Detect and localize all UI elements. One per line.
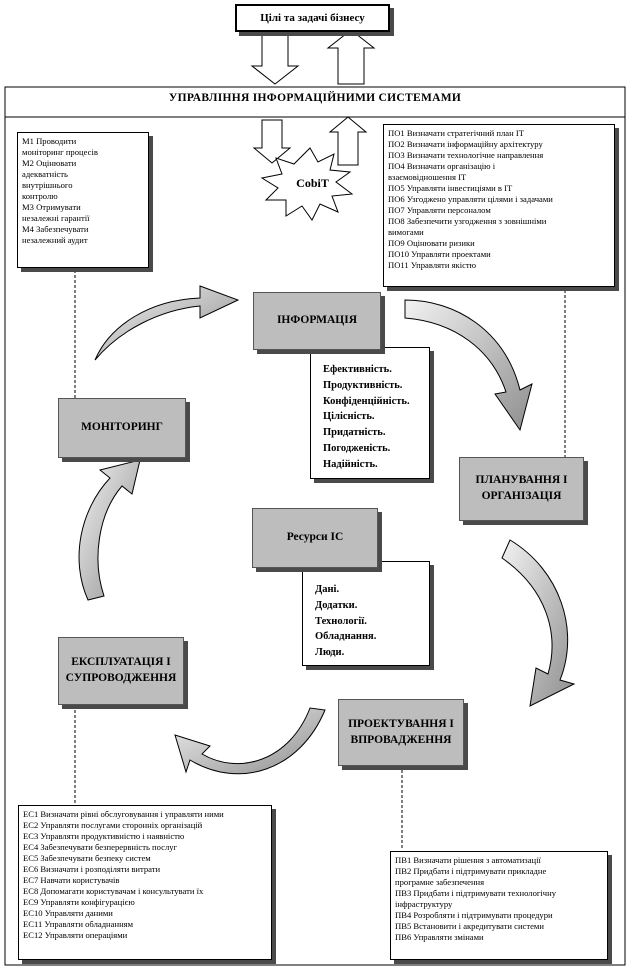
cobit-label: CobiT [296, 176, 329, 190]
list-item: взаємовідношення ІТ [388, 172, 467, 182]
management-banner-label: УПРАВЛІННЯ ІНФОРМАЦІЙНИМИ СИСТЕМАМИ [168, 92, 462, 104]
list-item: ЕС9 Управляти конфігурацією [23, 897, 135, 907]
list-item: ЕС5 Забезпечувати безпеку систем [23, 853, 151, 863]
list-item: ПВ1 Визначати рішення з автоматизації [395, 855, 541, 865]
management-frame [4, 86, 626, 966]
list-item: ЕС7 Навчати користувачів [23, 875, 120, 885]
information-domain: ІНФОРМАЦІЯ [253, 292, 381, 350]
list-item: інфраструктуру [395, 899, 453, 909]
operation-domain: ЕКСПЛУАТАЦІЯ І СУПРОВОДЖЕННЯ [58, 637, 184, 705]
list-item: програмне забезпечення [395, 877, 485, 887]
down-arrow-business [250, 31, 300, 85]
list-item: ПО1 Визначати стратегічний план ІТ [388, 128, 524, 138]
list-item: ЕС8 Допомагати користувачам і консультув… [23, 886, 204, 896]
list-item: ПО3 Визначати технологічне направлення [388, 150, 544, 160]
list-item: Продуктивність. [323, 379, 403, 391]
cycle-arrow-design-to-operation [174, 707, 326, 775]
list-item: Технології. [315, 615, 367, 627]
cycle-arrow-operation-to-monitoring [78, 459, 141, 601]
operation-process-list: ЕС1 Визначати рівні обслуговування і упр… [18, 805, 272, 960]
resources-domain: Ресурси ІС [252, 508, 378, 568]
design-domain: ПРОЕКТУВАННЯ І ВПРОВАДЖЕННЯ [338, 699, 464, 766]
list-item: ЕС12 Управляти операціями [23, 930, 128, 940]
design-process-list: ПВ1 Визначати рішення з автоматизації ПВ… [390, 851, 608, 960]
list-item: Люди. [315, 647, 345, 658]
list-item: Конфіденційність. [323, 395, 410, 407]
up-arrow-cobit [328, 116, 368, 166]
list-item: незалежний аудит [22, 235, 88, 245]
list-item: ЕС10 Управляти даними [23, 908, 113, 918]
information-domain-label: ІНФОРМАЦІЯ [276, 314, 358, 327]
list-item: вимогами [388, 227, 424, 237]
list-item: Ефективність. [323, 364, 392, 375]
list-item: Дані. [315, 584, 340, 595]
list-item: Придатність. [323, 427, 386, 438]
list-item: ЕС11 Управляти обладнанням [23, 919, 134, 929]
list-item: ПВ4 Розробляти і підтримувати процедури [395, 910, 553, 920]
up-arrow-business [326, 29, 376, 85]
list-item: контролю [22, 191, 58, 201]
management-banner: УПРАВЛІННЯ ІНФОРМАЦІЙНИМИ СИСТЕМАМИ [5, 92, 625, 104]
list-item: ПВ5 Встановити і акредитувати системи [395, 921, 544, 931]
list-item: ПВ3 Придбати і підтримувати технологічну [395, 888, 557, 898]
list-item: Додатки. [315, 599, 358, 611]
list-item: ЕС4 Забезпечувати безперервність послуг [23, 842, 178, 852]
list-item: ПО9 Оцінювати ризики [388, 238, 475, 248]
list-item: ПО11 Управляти якістю [388, 260, 477, 270]
operation-domain-label: ЕКСПЛУАТАЦІЯ І СУПРОВОДЖЕННЯ [65, 656, 177, 684]
list-item: ПО2 Визначати інформаційну архітектуру [388, 139, 543, 149]
list-item: ЕС1 Визначати рівні обслуговування і упр… [23, 809, 224, 819]
list-item: незалежні гарантії [22, 213, 90, 223]
list-item: М4 Забезпечувати [22, 224, 89, 234]
list-item: ПВ2 Придбати і підтримувати прикладне [395, 866, 547, 876]
business-goals-label: Цілі та задачі бізнесу [260, 12, 365, 24]
design-domain-label: ПРОЕКТУВАННЯ І ВПРОВАДЖЕННЯ [348, 717, 454, 746]
list-item: ЕС2 Управляти послугами сторонніх органі… [23, 820, 203, 830]
list-item: Цілісність. [323, 411, 375, 423]
planning-process-list: ПО1 Визначати стратегічний план ІТ ПО2 В… [383, 124, 615, 287]
list-item: моніторинг процесів [22, 147, 98, 157]
business-goals-box: Цілі та задачі бізнесу [235, 4, 390, 32]
monitoring-domain: МОНІТОРИНГ [58, 398, 186, 458]
list-item: ПО10 Управляти проектами [388, 249, 491, 259]
resources-box: Дані. Додатки. Технології. Обладнання. Л… [302, 561, 430, 666]
planning-domain: ПЛАНУВАННЯ І ОРГАНІЗАЦІЯ [459, 457, 584, 521]
list-item: Погодженість. [323, 442, 391, 454]
cycle-arrow-planning-to-design [501, 539, 576, 707]
list-item: внутрішнього [22, 180, 73, 190]
list-item: адекватність [22, 169, 68, 179]
list-item: ЕС6 Визначати і розподіляти витрати [23, 864, 161, 874]
list-item: ПО6 Узгоджено управляти цілями і задачам… [388, 194, 553, 204]
list-item: ПО7 Управляти персоналом [388, 205, 491, 215]
list-item: Обладнання. [315, 631, 377, 643]
information-criteria-box: Ефективність. Продуктивність. Конфіденці… [310, 347, 430, 479]
list-item: М2 Оцінювати [22, 158, 77, 168]
list-item: ПВ6 Управляти змінами [395, 932, 484, 942]
monitoring-process-list: М1 Проводити моніторинг процесів М2 Оцін… [17, 132, 149, 268]
list-item: ПО4 Визначати організацію і [388, 161, 496, 171]
monitoring-domain-label: МОНІТОРИНГ [81, 421, 163, 434]
cobit-star [260, 147, 354, 221]
down-arrow-cobit [252, 119, 292, 164]
list-item: М3 Отримувати [22, 202, 81, 212]
resources-domain-label: Ресурси ІС [286, 531, 344, 544]
cycle-arrow-info-to-planning [404, 299, 533, 432]
list-item: ПО5 Управляти інвестиціями в ІТ [388, 183, 513, 193]
cycle-arrow-monitoring-to-info [94, 285, 240, 361]
list-item: М1 Проводити [22, 136, 77, 146]
planning-domain-label: ПЛАНУВАННЯ І ОРГАНІЗАЦІЯ [475, 474, 568, 502]
list-item: Надійність. [323, 458, 378, 470]
list-item: ПО8 Забезпечити узгодження з зовнішніми [388, 216, 547, 226]
list-item: ЕС3 Управляти продуктивністю і наявністю [23, 831, 185, 841]
